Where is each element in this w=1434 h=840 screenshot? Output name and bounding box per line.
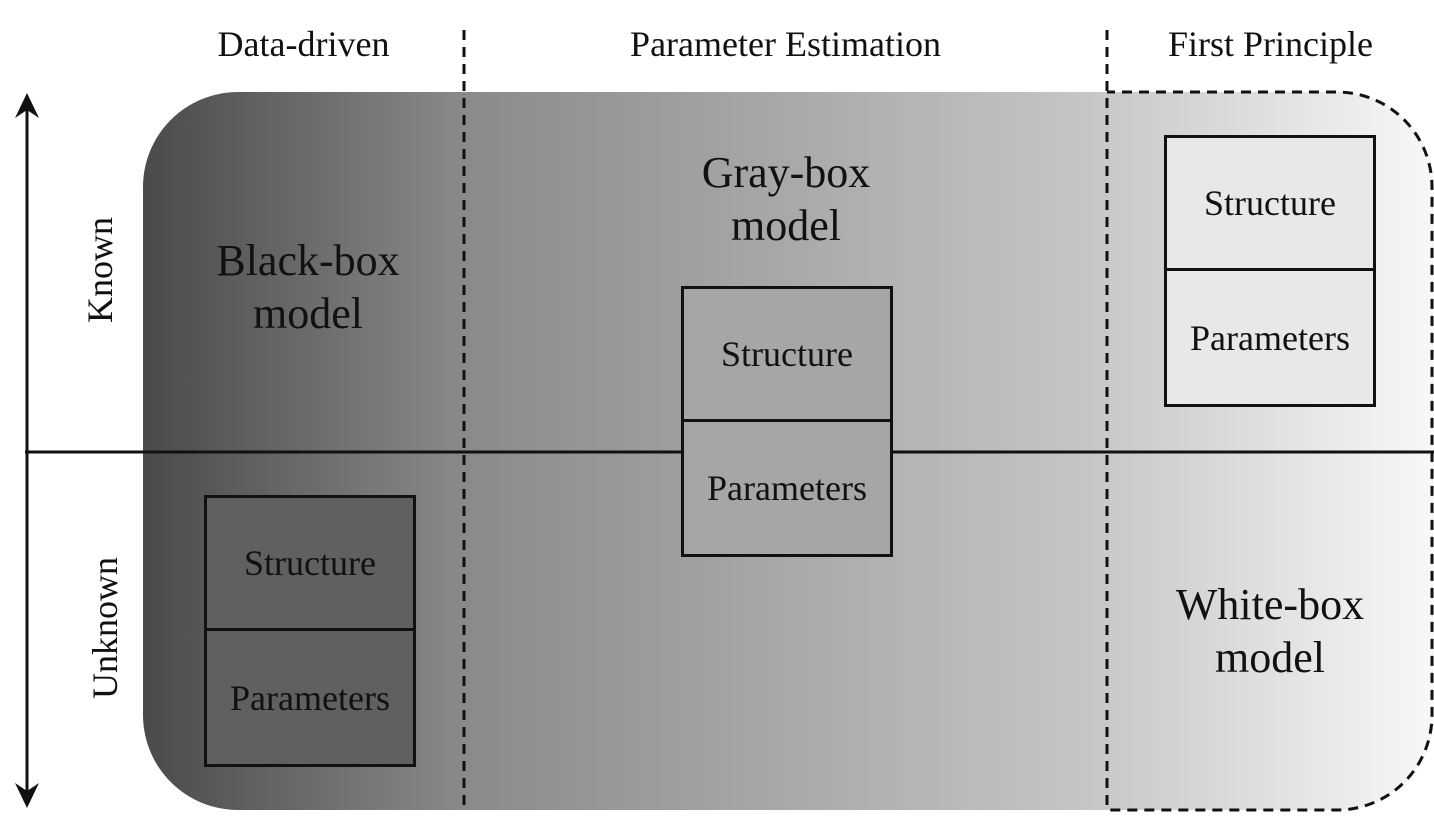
gray-box-model-label: Gray-box model: [636, 140, 936, 260]
column-header-parameter-estimation: Parameter Estimation: [630, 24, 941, 65]
gray-box-structure-parameters-box: Structure Parameters: [681, 286, 893, 557]
black-box-title: Black-box: [216, 236, 400, 286]
column-header-first-principle: First Principle: [1168, 24, 1373, 65]
white-box-model-label: White-box model: [1120, 572, 1420, 692]
black-box-parameters-cell: Parameters: [230, 677, 390, 718]
arrow-up-icon: [15, 93, 39, 118]
white-box-subtitle: model: [1215, 633, 1325, 682]
gray-box-title: Gray-box: [701, 148, 871, 198]
black-box-structure-parameters-box: Structure Parameters: [204, 495, 416, 767]
white-box-parameters-cell: Parameters: [1190, 317, 1350, 358]
column-header-data-driven: Data-driven: [217, 24, 390, 65]
axis-label-unknown: Unknown: [85, 557, 125, 699]
black-box-subtitle: model: [253, 289, 363, 338]
white-box-structure-cell: Structure: [1167, 138, 1373, 271]
gray-box-parameters-cell: Parameters: [707, 467, 867, 508]
white-box-structure-parameters-box: Structure Parameters: [1164, 135, 1376, 407]
white-box-title: White-box: [1175, 580, 1365, 630]
arrow-down-icon: [15, 783, 39, 808]
axis-label-known: Known: [80, 217, 120, 323]
gray-box-structure-cell: Structure: [684, 289, 890, 422]
black-box-model-label: Black-box model: [143, 228, 473, 348]
black-box-structure-cell: Structure: [207, 498, 413, 631]
gray-box-subtitle: model: [731, 201, 841, 250]
